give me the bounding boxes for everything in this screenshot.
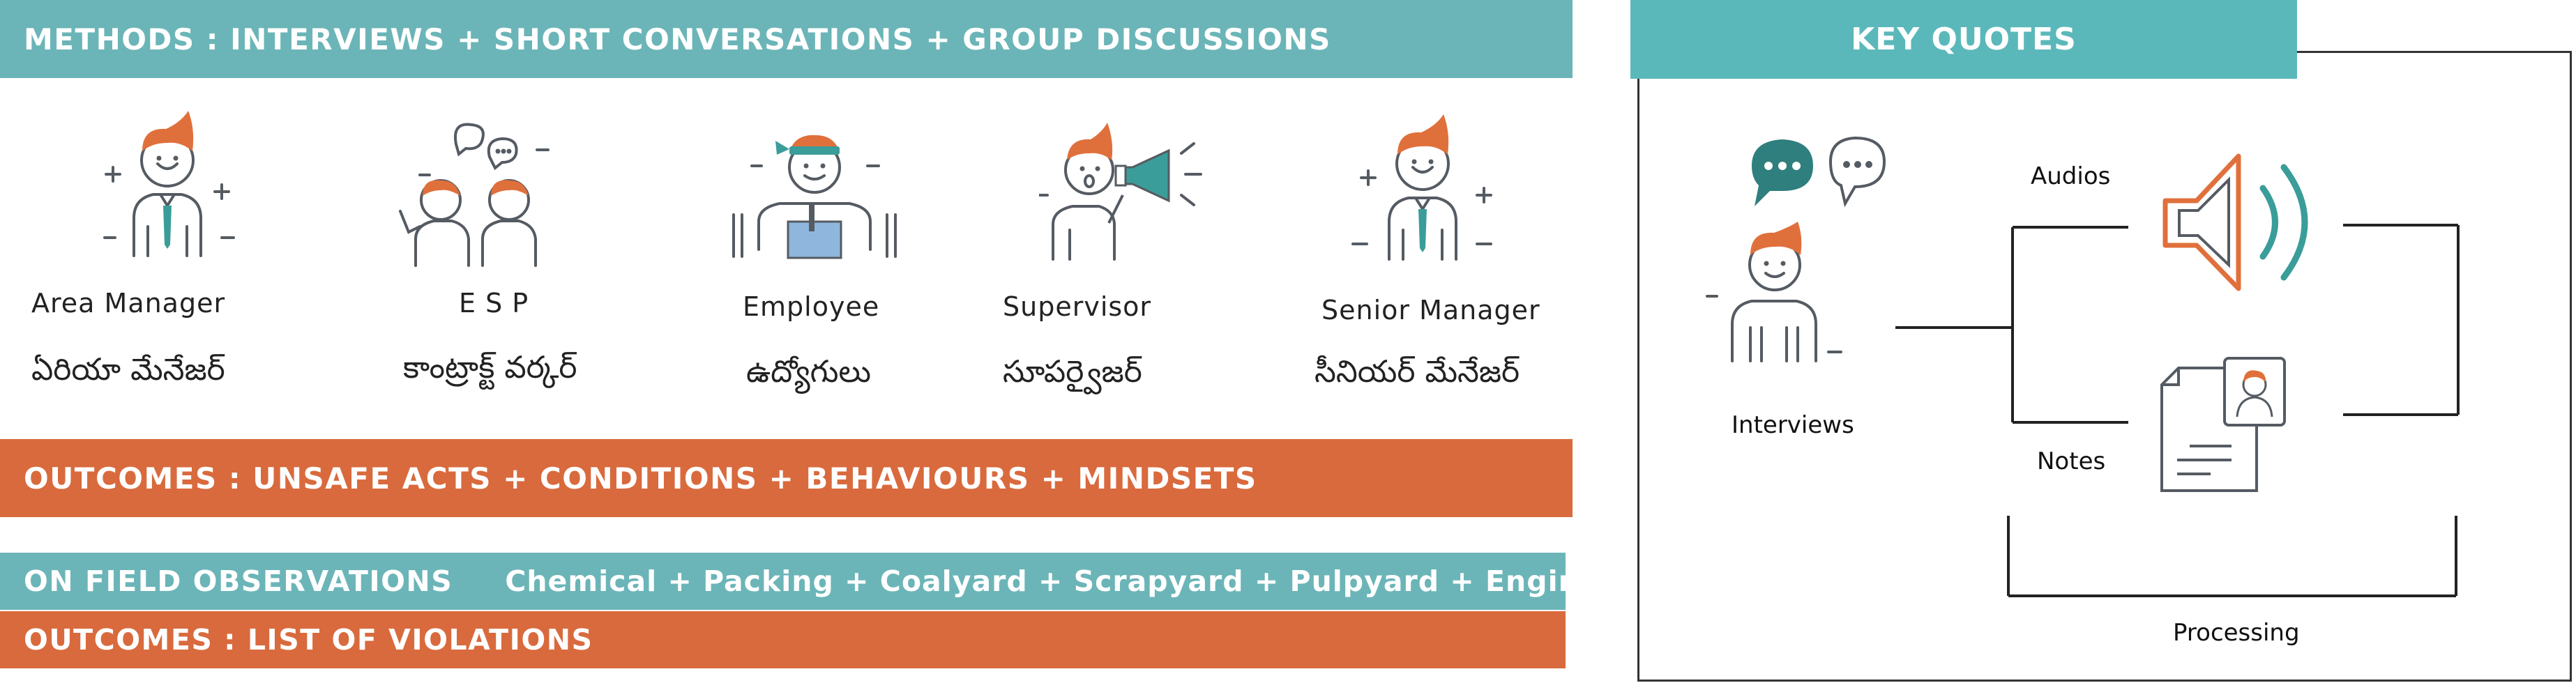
role-en-senior-manager: Senior Manager xyxy=(1321,295,1540,325)
employee-icon xyxy=(732,135,897,259)
interviewer-icon xyxy=(1706,222,1842,362)
key-quotes-header: KEY QUOTES xyxy=(1630,0,2297,79)
field-observations-areas: Chemical + Packing + Coalyard + Scrapyar… xyxy=(505,565,1789,598)
processing-label: Processing xyxy=(2173,619,2300,647)
notes-document-icon xyxy=(2160,357,2286,492)
role-te-employee: ఉద్యోగులు xyxy=(746,354,871,390)
audios-label: Audios xyxy=(2031,162,2111,190)
flow-connectors xyxy=(1895,224,2460,597)
role-te-esp: కాంట్రాక్ట్ వర్కర్ xyxy=(403,350,577,385)
outcomes-band-2-text: OUTCOMES : LIST OF VIOLATIONS xyxy=(24,623,593,657)
role-en-area-manager: Area Manager xyxy=(31,288,226,319)
role-te-senior-manager: సీనియర్ మేనేజర్ xyxy=(1314,354,1520,390)
supervisor-megaphone-icon xyxy=(1039,123,1202,261)
role-te-supervisor: సూపర్వైజర్ xyxy=(1003,354,1142,390)
outcomes-band-2: OUTCOMES : LIST OF VIOLATIONS xyxy=(0,611,1566,668)
esp-workers-icon xyxy=(399,123,550,267)
methods-band-text: METHODS : INTERVIEWS + SHORT CONVERSATIO… xyxy=(24,22,1331,56)
outcomes-band-1-text: OUTCOMES : UNSAFE ACTS + CONDITIONS + BE… xyxy=(24,461,1257,496)
notes-label: Notes xyxy=(2037,447,2106,475)
role-en-employee: Employee xyxy=(743,291,880,322)
speech-bubbles-icon xyxy=(1752,136,1886,208)
area-manager-icon xyxy=(103,111,235,257)
role-te-area-manager: ఏరియా మేనేజర్ xyxy=(31,352,225,387)
role-en-esp: E S P xyxy=(459,288,529,319)
role-en-supervisor: Supervisor xyxy=(1003,291,1152,322)
methods-band: METHODS : INTERVIEWS + SHORT CONVERSATIO… xyxy=(0,0,1573,78)
key-quotes-title: KEY QUOTES xyxy=(1851,22,2077,57)
speaker-icon xyxy=(2162,153,2308,291)
field-observations-band: ON FIELD OBSERVATIONS Chemical + Packing… xyxy=(0,553,1788,610)
senior-manager-icon xyxy=(1351,114,1492,261)
interviews-label: Interviews xyxy=(1732,411,1854,439)
outcomes-band-1: OUTCOMES : UNSAFE ACTS + CONDITIONS + BE… xyxy=(0,439,1573,517)
field-observations-label: ON FIELD OBSERVATIONS xyxy=(24,565,453,598)
